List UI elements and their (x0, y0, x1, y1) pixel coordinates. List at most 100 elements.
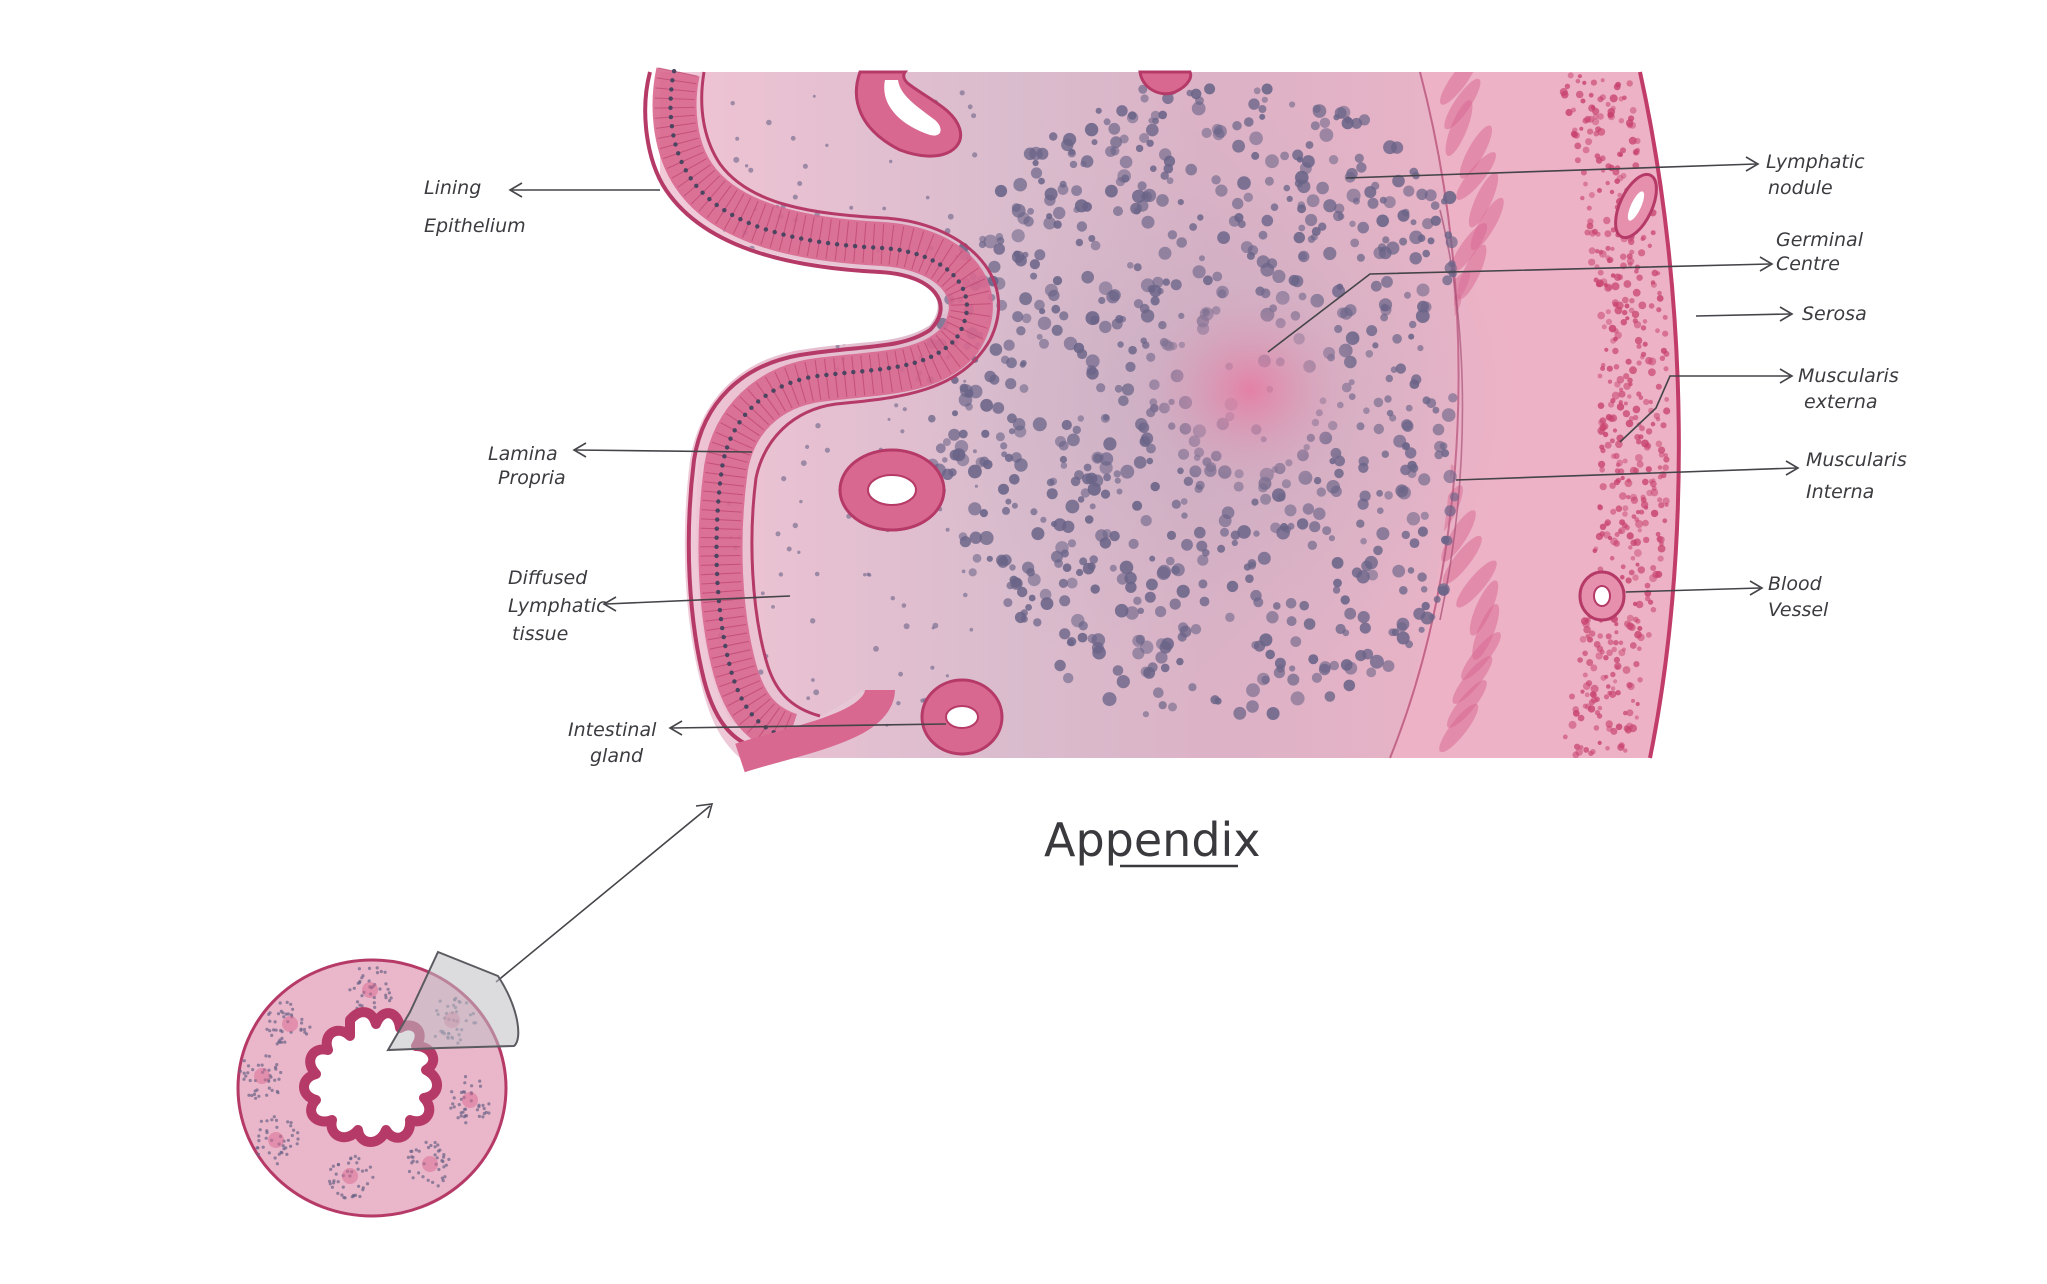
muscle-nucleus (1599, 250, 1607, 258)
cross-section-lymphocyte (417, 1171, 421, 1175)
muscle-nucleus (1610, 686, 1616, 691)
lymphocyte (1251, 151, 1260, 160)
muscle-nucleus (1660, 422, 1667, 429)
muscle-nucleus (1618, 96, 1624, 102)
cross-section-germinal-centre (282, 1016, 298, 1032)
lymphocyte (1443, 469, 1457, 484)
muscle-nucleus (1634, 517, 1640, 523)
lymphocyte (1141, 215, 1155, 229)
muscle-nucleus (1579, 745, 1584, 750)
label-muscularis-interna: Muscularis Interna (1806, 449, 1907, 503)
muscle-nucleus (1610, 105, 1616, 111)
muscle-nucleus (1610, 246, 1615, 251)
muscle-nucleus (1644, 582, 1651, 589)
cross-section-lymphocyte (450, 1090, 454, 1094)
lymphocyte (1030, 167, 1043, 179)
muscle-nucleus (1629, 642, 1637, 649)
tissue-block (660, 71, 1681, 759)
cross-section-lymphocyte (426, 1178, 430, 1182)
cross-section-germinal-centre (422, 1156, 438, 1172)
cross-section-lymphocyte (336, 1191, 340, 1195)
lymphocyte (1409, 538, 1420, 548)
muscle-fiber (1444, 78, 1481, 130)
lymphocyte (1201, 127, 1212, 138)
lymphocyte (1144, 591, 1156, 603)
muscle-nucleus (1658, 446, 1666, 454)
muscle-nucleus (1577, 657, 1583, 663)
lymphocyte (1373, 423, 1385, 435)
lymphocyte (969, 531, 982, 544)
epithelial-nucleus (879, 245, 885, 251)
lymphocyte (1359, 622, 1371, 634)
cross-section-germinal-centre (268, 1132, 284, 1148)
cross-section-lymphocyte (433, 1140, 437, 1145)
lymphocyte (1067, 539, 1077, 548)
muscle-nucleus (1620, 147, 1626, 154)
muscle-nucleus (1605, 255, 1611, 261)
muscle-nucleus (1657, 290, 1662, 296)
epithelial-nucleus (720, 625, 725, 631)
epithelial-nucleus (722, 454, 727, 459)
cross-section-lymphocyte (299, 1027, 303, 1031)
muscle-nucleus (1618, 649, 1626, 657)
lymphocyte (1439, 442, 1448, 450)
stromal-cell (825, 143, 829, 147)
lymphocyte (1059, 455, 1067, 464)
lymphocyte (1052, 276, 1063, 286)
lymphocyte (1038, 177, 1045, 185)
muscle-nucleus (1614, 630, 1619, 635)
cross-section-lymphocyte (406, 1155, 410, 1159)
muscle-nucleus (1646, 632, 1652, 638)
lymphocyte (948, 428, 961, 441)
epithelial-nucleus (716, 589, 721, 595)
lymphocyte (1125, 581, 1137, 593)
muscle-nucleus (1605, 245, 1611, 251)
lymphocyte (968, 568, 977, 577)
cross-section-lymphocyte (475, 1108, 479, 1112)
muscle-nucleus (1605, 720, 1613, 728)
stromal-cell (835, 344, 840, 349)
serosa-line (1638, 71, 1681, 759)
lymphocyte (1251, 498, 1259, 506)
stromal-cell (889, 159, 893, 164)
muscle-nucleus (1574, 142, 1582, 150)
epithelial-cell-border (711, 649, 751, 659)
muscle-nucleus (1610, 453, 1617, 459)
muscle-nucleus (1615, 440, 1623, 449)
lymphocyte (1133, 596, 1142, 605)
lymphocyte (1054, 659, 1066, 672)
epithelial-cell-border (788, 213, 799, 253)
lymphocyte (1153, 687, 1164, 698)
muscle-nucleus (1628, 569, 1635, 576)
epithelial-cell-border (702, 499, 743, 504)
muscle-nucleus (1580, 98, 1586, 104)
muscle-nucleus (1620, 574, 1625, 580)
muscle-nucleus (1637, 626, 1643, 631)
cross-section-lymphocyte (437, 1167, 441, 1172)
muscle-nucleus (1591, 228, 1598, 235)
lymphocyte (1350, 238, 1360, 248)
muscle-nucleus (1577, 714, 1585, 722)
stromal-cell (866, 572, 871, 577)
lymphocyte (1037, 316, 1052, 330)
cross-section-lymphocyte (284, 1012, 288, 1016)
lymphocyte (1253, 640, 1266, 652)
muscle-nucleus (1637, 566, 1646, 574)
stromal-cell (901, 603, 907, 608)
lymphocyte (1261, 214, 1274, 227)
muscle-nucleus (1611, 391, 1620, 400)
epithelial-cell-border (666, 151, 704, 169)
muscle-nucleus (1614, 178, 1620, 184)
lymphocyte (1171, 499, 1181, 509)
cross-section-lymphocyte (343, 1196, 347, 1200)
cross-section-lymphocyte (278, 1040, 282, 1044)
cross-section-lymphocyte (478, 1079, 482, 1083)
lymphocyte (1408, 333, 1415, 340)
epithelial-nucleus (744, 704, 749, 709)
lymphocyte (1298, 250, 1310, 263)
muscle-nucleus (1623, 710, 1628, 716)
lymphocyte (1344, 607, 1357, 620)
muscle-nucleus (1579, 126, 1584, 131)
epithelial-nucleus (728, 436, 733, 441)
muscle-nucleus (1627, 394, 1632, 399)
